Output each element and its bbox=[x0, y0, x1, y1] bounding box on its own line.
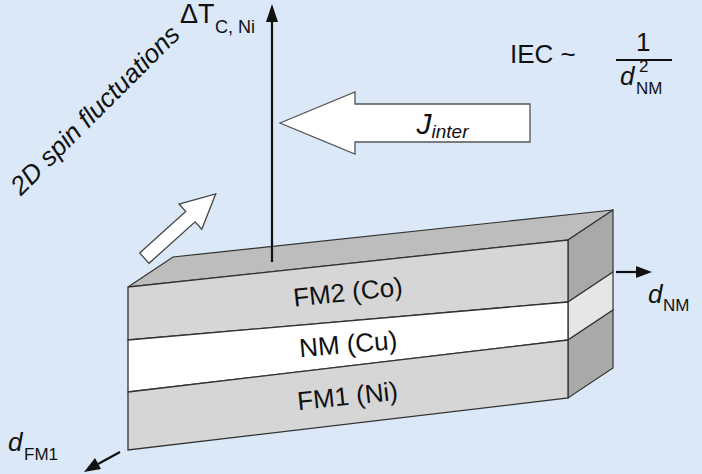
hollow-arrow bbox=[133, 181, 227, 271]
arrow-head bbox=[266, 4, 278, 22]
subscript: NM bbox=[663, 297, 689, 316]
arrow-head bbox=[636, 266, 652, 278]
axis-line bbox=[271, 20, 273, 262]
shape-outline bbox=[280, 92, 530, 154]
subscript: FM1 bbox=[24, 446, 58, 465]
subscript: NM bbox=[636, 80, 662, 99]
axis-label: ΔT bbox=[180, 0, 215, 30]
axis-line bbox=[98, 452, 120, 464]
superscript: 2 bbox=[639, 58, 648, 77]
symbol: J bbox=[417, 107, 432, 140]
axis-label: d bbox=[8, 428, 22, 457]
subscript: C, Ni bbox=[215, 18, 255, 38]
annotation: 2D spin fluctuations bbox=[5, 20, 186, 201]
subscript: inter bbox=[432, 122, 469, 143]
arrow-head bbox=[84, 458, 101, 472]
axis-line bbox=[616, 271, 638, 273]
shape-outline bbox=[280, 92, 530, 154]
numerator: 1 bbox=[636, 28, 650, 57]
slab-side-face bbox=[568, 310, 613, 398]
axis-label: d bbox=[648, 280, 662, 309]
formula-text: IEC ~ bbox=[510, 40, 576, 69]
shape-outline bbox=[128, 340, 568, 450]
symbol: d bbox=[620, 62, 634, 91]
coupling-arrow: Jinter bbox=[280, 92, 530, 154]
